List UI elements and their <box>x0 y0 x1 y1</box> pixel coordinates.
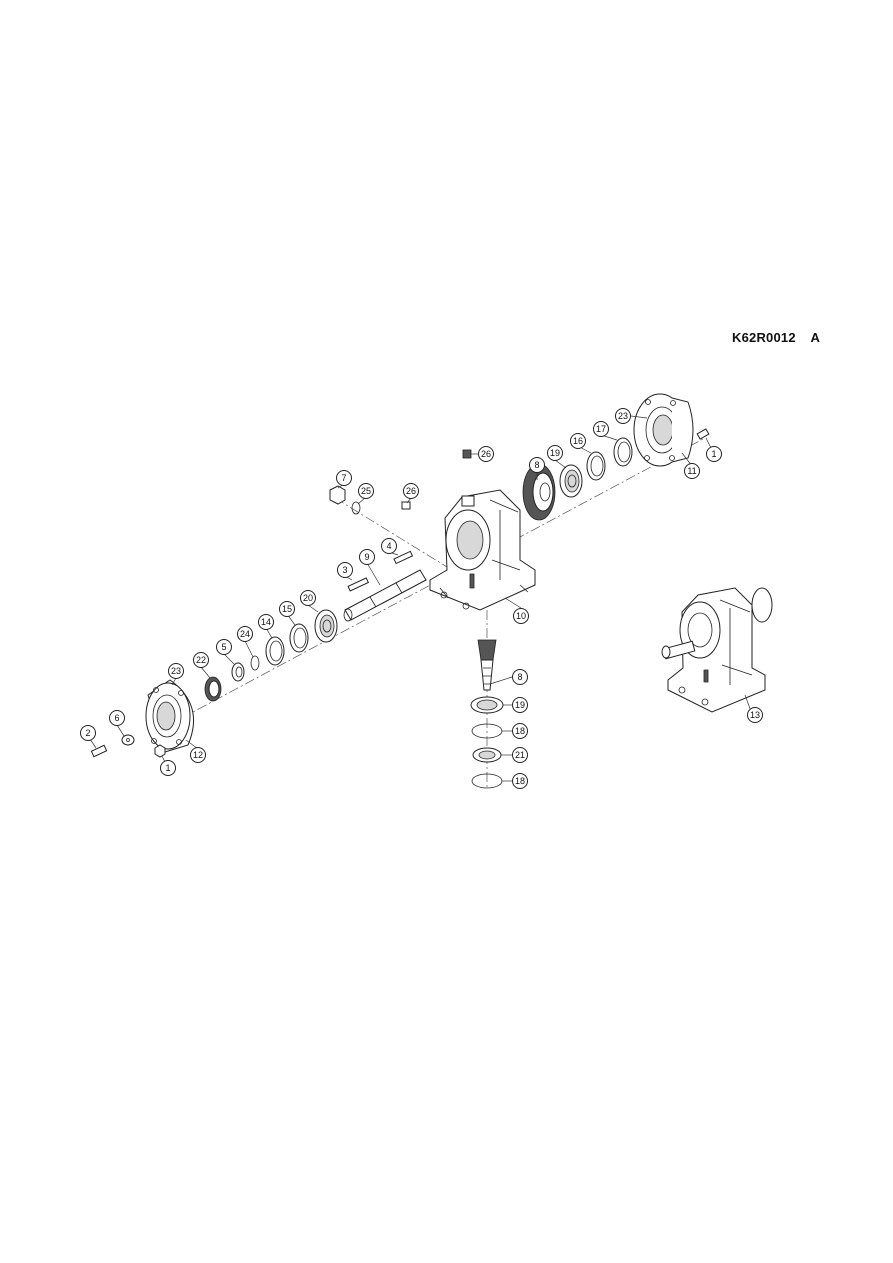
callout-19-lower: 19 <box>512 697 528 713</box>
svg-text:10: 10 <box>516 611 526 621</box>
gearbox-housing <box>429 489 536 611</box>
svg-text:23: 23 <box>618 411 628 421</box>
callout-4: 4 <box>381 538 397 554</box>
callout-2: 2 <box>80 725 96 741</box>
pinion-stack <box>470 639 504 789</box>
svg-text:18: 18 <box>515 776 525 786</box>
drawing-revision: A <box>810 330 821 345</box>
svg-text:5: 5 <box>221 642 226 652</box>
svg-text:1: 1 <box>165 763 170 773</box>
drawing-code: K62R0012 A <box>732 330 820 345</box>
callout-12: 12 <box>190 747 206 763</box>
bevel-gear <box>522 463 556 521</box>
svg-text:16: 16 <box>573 436 583 446</box>
callout-18-lower: 18 <box>512 773 528 789</box>
callout-6: 6 <box>109 710 125 726</box>
svg-text:19: 19 <box>550 448 560 458</box>
svg-text:23: 23 <box>171 666 181 676</box>
svg-text:21: 21 <box>515 750 525 760</box>
svg-text:9: 9 <box>364 552 369 562</box>
callout-26-top: 26 <box>478 446 494 462</box>
assembled-gearbox <box>661 587 773 713</box>
callout-5: 5 <box>216 639 232 655</box>
svg-text:3: 3 <box>342 565 347 575</box>
svg-text:8: 8 <box>534 460 539 470</box>
callout-23-left: 23 <box>168 663 184 679</box>
callout-26-left: 26 <box>403 483 419 499</box>
svg-text:22: 22 <box>196 655 206 665</box>
svg-text:7: 7 <box>341 473 346 483</box>
svg-text:17: 17 <box>596 424 606 434</box>
svg-text:14: 14 <box>261 617 271 627</box>
callout-9: 9 <box>359 549 375 565</box>
svg-text:25: 25 <box>361 486 371 496</box>
drawing-number: K62R0012 <box>732 330 796 345</box>
svg-text:2: 2 <box>85 728 90 738</box>
callout-20: 20 <box>300 590 316 606</box>
assembly-axes <box>149 437 706 790</box>
right-side-rings <box>559 437 633 498</box>
svg-text:19: 19 <box>515 700 525 710</box>
input-shaft <box>343 569 427 622</box>
callout-13: 13 <box>747 707 763 723</box>
svg-text:18: 18 <box>515 726 525 736</box>
plug-and-seal-parts <box>329 449 472 515</box>
callout-18-upper: 18 <box>512 723 528 739</box>
callout-15: 15 <box>279 601 295 617</box>
callout-11: 11 <box>684 463 700 479</box>
callout-24: 24 <box>237 626 253 642</box>
left-side-rings <box>204 609 338 702</box>
callout-1-right: 1 <box>706 446 722 462</box>
svg-text:4: 4 <box>386 541 391 551</box>
upper-axis <box>334 497 461 576</box>
flange-cover-right <box>633 393 694 467</box>
svg-text:26: 26 <box>406 486 416 496</box>
svg-text:15: 15 <box>282 604 292 614</box>
keys <box>347 550 414 592</box>
svg-text:24: 24 <box>240 629 250 639</box>
callout-25: 25 <box>358 483 374 499</box>
svg-text:12: 12 <box>193 750 203 760</box>
callout-3: 3 <box>337 562 353 578</box>
screw-right <box>696 428 710 440</box>
callout-19-right: 19 <box>547 445 563 461</box>
callout-23-right: 23 <box>615 408 631 424</box>
svg-text:8: 8 <box>517 672 522 682</box>
svg-text:26: 26 <box>481 449 491 459</box>
callout-17: 17 <box>593 421 609 437</box>
flange-cover-left <box>145 679 195 753</box>
callout-21: 21 <box>512 747 528 763</box>
callout-8-gear: 8 <box>529 457 545 473</box>
svg-text:20: 20 <box>303 593 313 603</box>
callout-16: 16 <box>570 433 586 449</box>
bolt-washer-nut <box>90 734 166 758</box>
callout-14: 14 <box>258 614 274 630</box>
svg-text:13: 13 <box>750 710 760 720</box>
svg-text:11: 11 <box>687 466 696 476</box>
main-axis <box>149 437 706 736</box>
callout-10: 10 <box>513 608 529 624</box>
callout-1-left: 1 <box>160 760 176 776</box>
callout-7: 7 <box>336 470 352 486</box>
svg-text:6: 6 <box>114 713 119 723</box>
callout-22: 22 <box>193 652 209 668</box>
svg-text:1: 1 <box>711 449 716 459</box>
callout-8-pinion: 8 <box>512 669 528 685</box>
